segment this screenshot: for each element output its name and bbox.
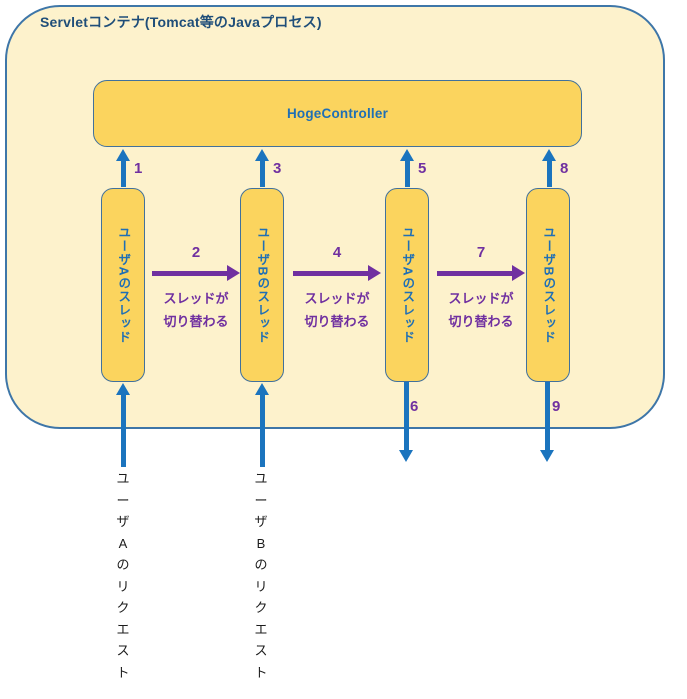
request-arrow-icon	[116, 383, 130, 467]
step-number: 4	[332, 244, 342, 261]
arrow-shaft	[259, 159, 265, 187]
thread-node-user-b-2: ユーザBのスレッド	[526, 188, 570, 382]
hoge-controller-node: HogeController	[93, 80, 582, 147]
arrow-shaft	[152, 270, 229, 276]
step-number: 9	[552, 398, 561, 415]
step-number: 6	[410, 398, 419, 415]
arrow-head	[400, 149, 414, 161]
arrow-shaft	[293, 270, 370, 276]
call-arrow-icon	[255, 149, 269, 187]
step-number: 1	[134, 160, 143, 177]
switch-caption-line: 切り替わる	[304, 314, 370, 329]
arrow-head	[255, 149, 269, 161]
arrow-head	[368, 265, 381, 281]
thread-node-label: ユーザBのスレッド	[541, 225, 556, 345]
thread-switch-group: 7 スレッドが 切り替わる	[433, 244, 529, 333]
arrow-head	[399, 450, 413, 462]
arrow-head	[116, 383, 130, 395]
response-arrow-icon	[540, 382, 554, 462]
request-arrow-icon	[255, 383, 269, 467]
switch-caption-line: スレッドが	[163, 291, 229, 306]
arrow-head	[542, 149, 556, 161]
step-number: 7	[476, 244, 486, 261]
arrow-shaft	[259, 393, 265, 467]
arrow-head	[512, 265, 525, 281]
arrow-head	[116, 149, 130, 161]
call-arrow-icon	[400, 149, 414, 187]
switch-arrow-icon	[437, 265, 525, 281]
thread-switch-group: 2 スレッドが 切り替わる	[148, 244, 244, 333]
switch-arrow-icon	[152, 265, 240, 281]
arrow-shaft	[544, 382, 550, 452]
hoge-controller-label: HogeController	[286, 106, 389, 121]
thread-node-label: ユーザBのスレッド	[255, 225, 270, 345]
switch-caption: スレッドが 切り替わる	[148, 287, 244, 333]
thread-node-user-b-1: ユーザBのスレッド	[240, 188, 284, 382]
step-number: 5	[418, 160, 427, 177]
arrow-shaft	[403, 382, 409, 452]
switch-caption: スレッドが 切り替わる	[289, 287, 385, 333]
switch-arrow-icon	[293, 265, 381, 281]
step-number: 3	[273, 160, 282, 177]
response-arrow-icon	[399, 382, 413, 462]
switch-caption: スレッドが 切り替わる	[433, 287, 529, 333]
switch-caption-line: スレッドが	[448, 291, 514, 306]
switch-caption-line: 切り替わる	[163, 314, 229, 329]
step-number: 2	[191, 244, 201, 261]
call-arrow-icon	[542, 149, 556, 187]
step-number: 8	[560, 160, 569, 177]
arrow-shaft	[437, 270, 514, 276]
thread-node-label: ユーザAのスレッド	[116, 225, 131, 345]
arrow-shaft	[120, 159, 126, 187]
call-arrow-icon	[116, 149, 130, 187]
arrow-shaft	[546, 159, 552, 187]
arrow-head	[255, 383, 269, 395]
arrow-shaft	[120, 393, 126, 467]
thread-node-user-a-1: ユーザAのスレッド	[101, 188, 145, 382]
arrow-head	[227, 265, 240, 281]
arrow-shaft	[404, 159, 410, 187]
thread-node-label: ユーザAのスレッド	[400, 225, 415, 345]
thread-switch-group: 4 スレッドが 切り替わる	[289, 244, 385, 333]
thread-node-user-a-2: ユーザAのスレッド	[385, 188, 429, 382]
switch-caption-line: 切り替わる	[448, 314, 514, 329]
servlet-container-title: Servletコンテナ(Tomcat等のJavaプロセス)	[40, 14, 322, 30]
arrow-head	[540, 450, 554, 462]
switch-caption-line: スレッドが	[304, 291, 370, 306]
